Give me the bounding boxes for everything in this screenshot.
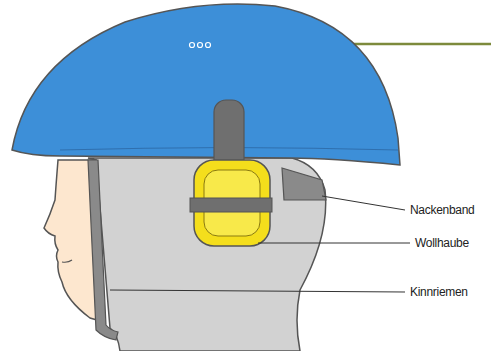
vent-hole	[198, 43, 203, 48]
leader-line	[322, 196, 405, 210]
part-label: Kinnriemen	[410, 285, 468, 299]
neck-band	[282, 168, 326, 200]
mouth	[62, 260, 72, 262]
chin-strap	[88, 160, 118, 340]
vent-hole	[190, 43, 195, 48]
muff-strap	[190, 198, 272, 212]
vent-hole	[206, 43, 211, 48]
part-label: Nackenband	[410, 203, 474, 217]
leader-line	[110, 290, 405, 292]
wool-hood	[88, 158, 326, 351]
helmet	[12, 4, 400, 165]
part-label: Wollhaube	[415, 236, 469, 250]
leader-line	[258, 243, 410, 244]
